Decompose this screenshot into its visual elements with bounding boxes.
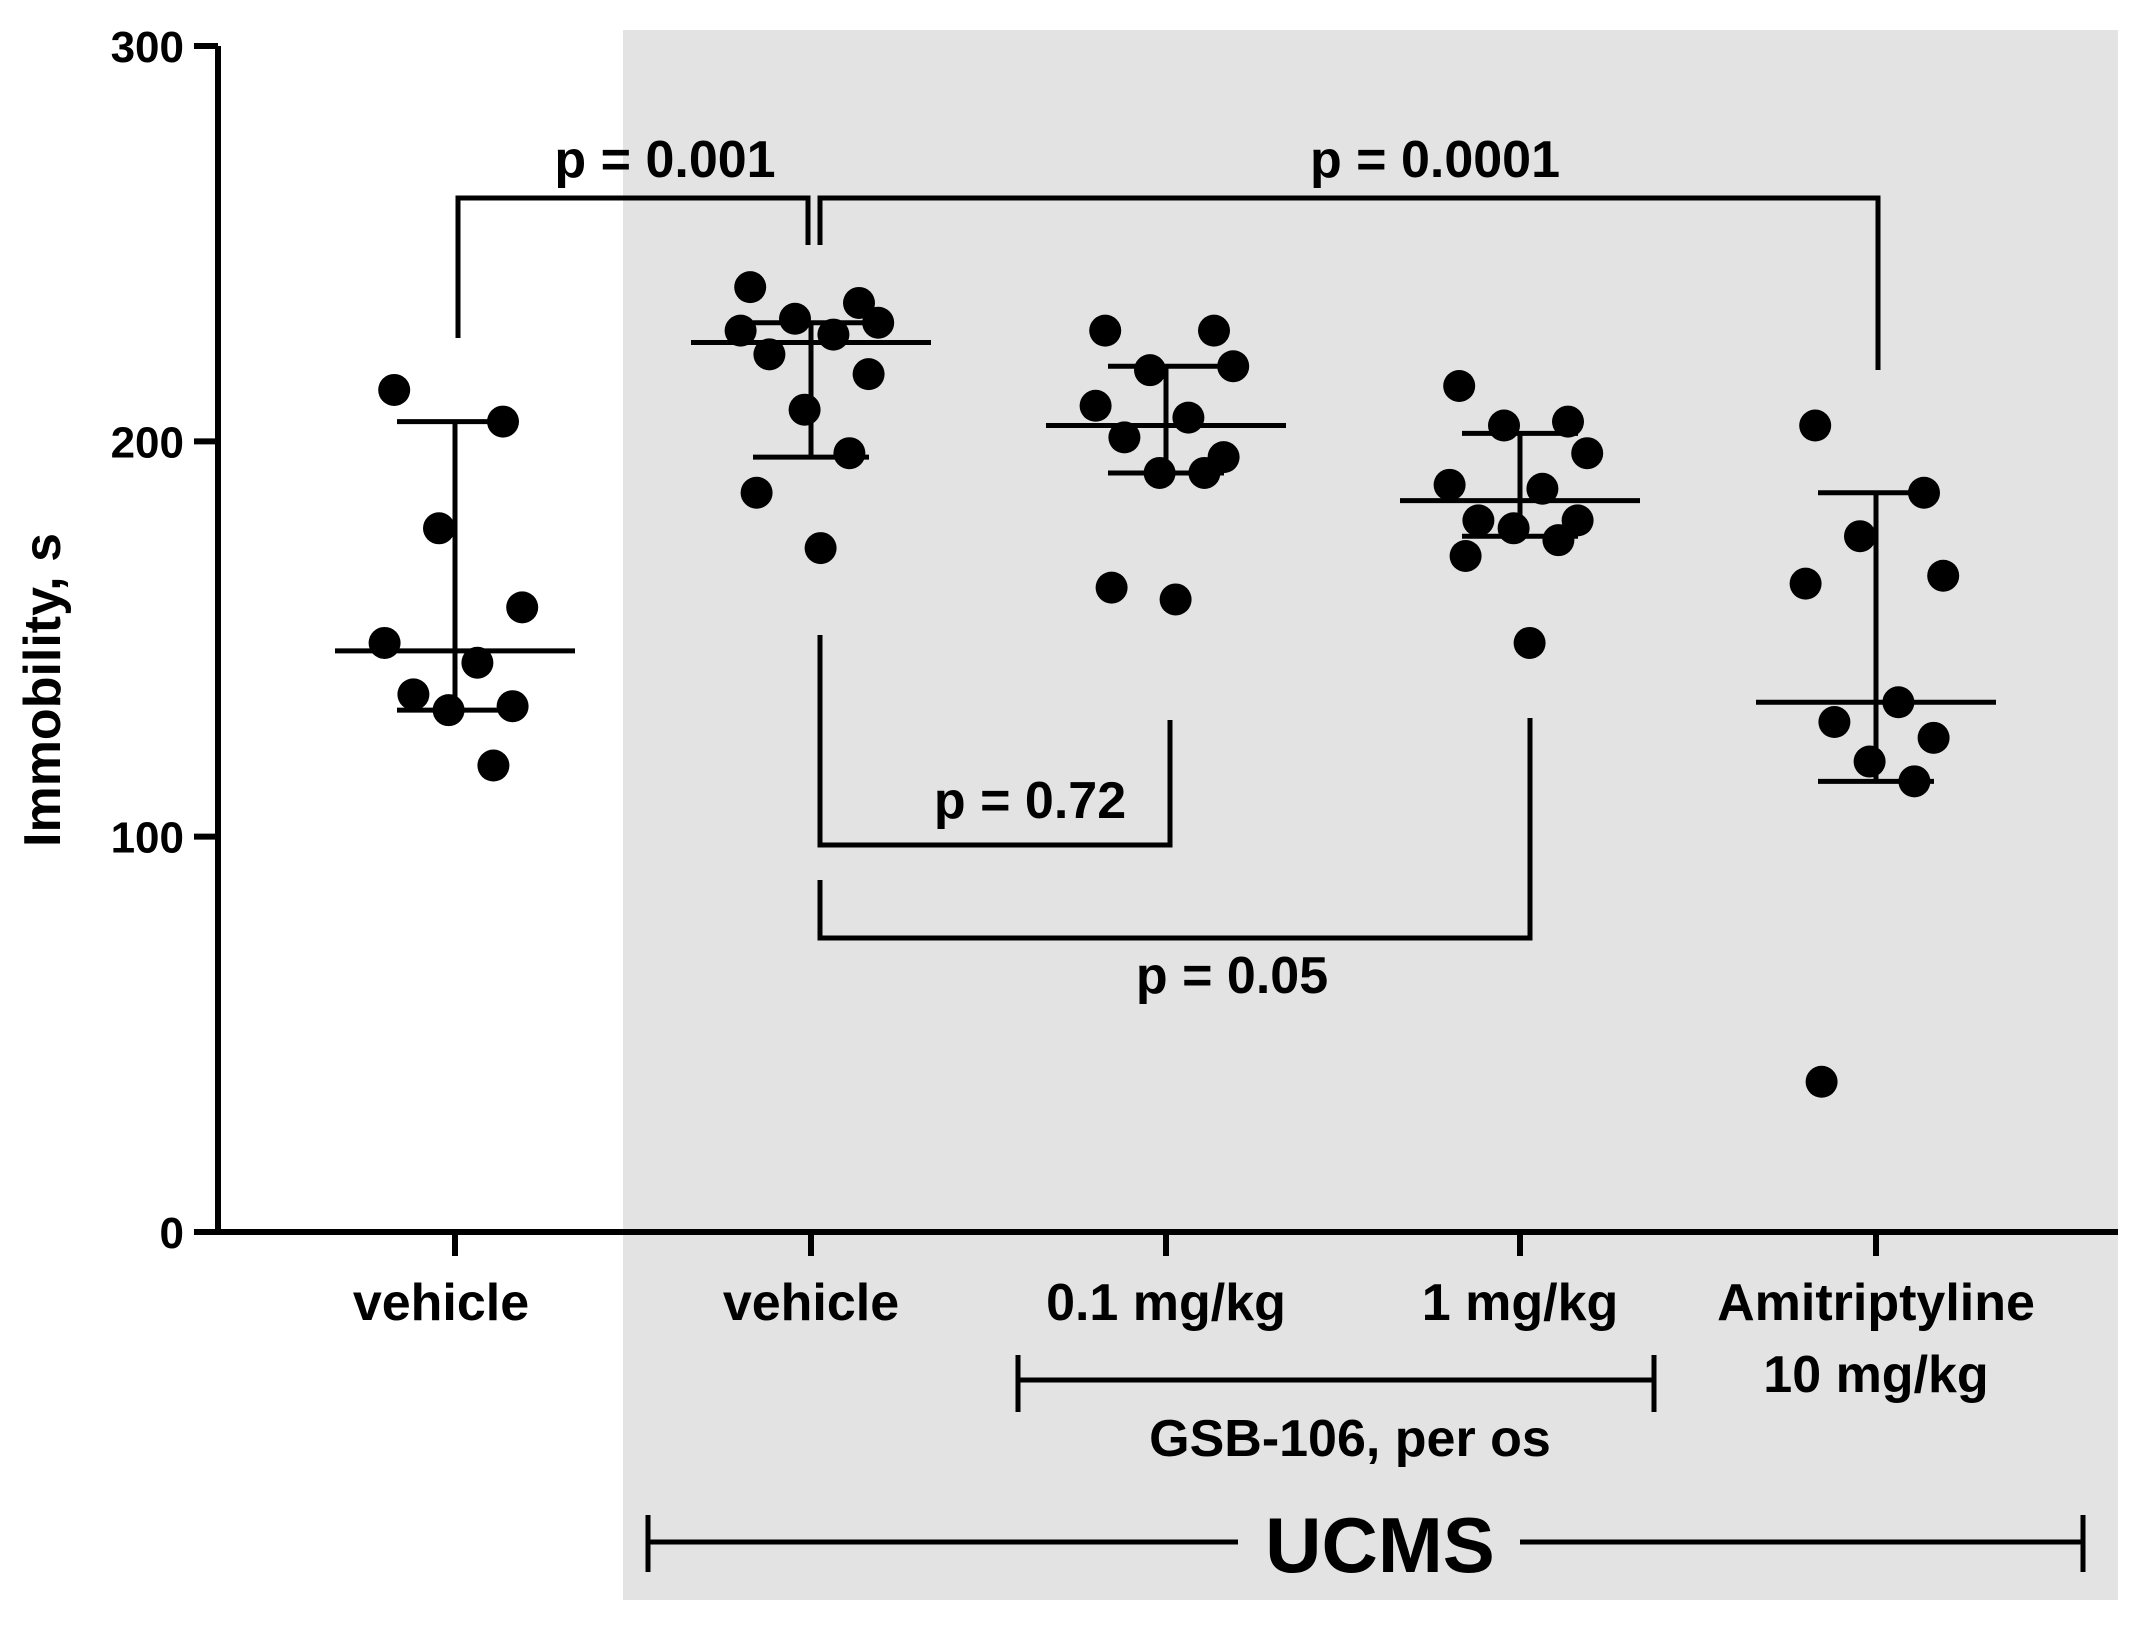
data-point: [724, 314, 757, 347]
data-point: [1853, 745, 1886, 778]
p-value-label: p = 0.05: [1136, 947, 1328, 1005]
data-point: [753, 338, 786, 371]
data-point: [506, 591, 539, 624]
data-point: [1443, 369, 1476, 402]
data-point: [1571, 437, 1604, 470]
data-point: [1134, 354, 1166, 387]
x-category-label: 1 mg/kg: [1422, 1274, 1619, 1332]
data-point: [1789, 567, 1822, 600]
data-point: [461, 646, 494, 679]
data-point: [1526, 472, 1559, 505]
y-tick-label: 0: [160, 1209, 184, 1258]
data-point: [368, 626, 401, 659]
data-point: [843, 286, 875, 319]
group-3: [1046, 314, 1286, 616]
y-tick-label: 200: [111, 418, 184, 467]
data-point: [496, 690, 529, 723]
x-category-label: vehicle: [723, 1274, 899, 1332]
x-category-label: vehicle: [353, 1274, 529, 1332]
group-brackets: GSB-106, per os UCMS: [645, 1355, 2086, 1589]
data-groups: [335, 271, 1996, 1098]
data-point: [804, 532, 837, 565]
data-point: [1433, 468, 1466, 501]
data-point: [852, 358, 885, 391]
data-point: [1462, 504, 1495, 537]
group-4: [1400, 369, 1640, 659]
group-1: [335, 373, 575, 782]
data-point: [1217, 350, 1250, 383]
data-point: [1172, 401, 1205, 434]
group-5: [1756, 409, 1996, 1098]
data-point: [1449, 539, 1482, 572]
data-point: [1552, 405, 1584, 438]
bracket-ucms-vehicle-vs-0-1mg: [817, 635, 1173, 848]
data-point: [423, 512, 455, 545]
data-point: [1159, 583, 1192, 616]
ucms-label: UCMS: [1265, 1501, 1495, 1589]
data-point: [1561, 504, 1594, 537]
data-point: [734, 271, 767, 304]
data-point: [1488, 409, 1520, 442]
y-axis-label: Immobility, s: [14, 533, 72, 847]
data-point: [1844, 520, 1876, 553]
p-value-label: p = 0.001: [554, 131, 775, 189]
data-point: [1198, 314, 1230, 347]
data-point: [1805, 1065, 1838, 1098]
bracket-ucms-vehicle-vs-1mg: [817, 718, 1533, 941]
data-point: [1513, 626, 1546, 659]
y-tick-label: 300: [111, 23, 184, 72]
p-value-label: p = 0.0001: [1310, 131, 1560, 189]
data-point: [740, 476, 773, 509]
y-tick-label: 100: [111, 814, 184, 863]
bracket-ucms-vehicle-vs-amitriptyline: [817, 195, 1881, 370]
data-point: [1108, 421, 1141, 454]
data-point: [1542, 524, 1575, 557]
data-point: [1089, 314, 1122, 347]
data-point: [788, 393, 821, 426]
data-point: [1927, 559, 1960, 592]
x-category-labels: vehicle vehicle 0.1 mg/kg 1 mg/kg Amitriptyl…: [353, 1274, 2035, 1404]
data-point: [779, 302, 811, 335]
bracket-vehicle-vs-ucms-vehicle: [455, 195, 811, 338]
y-ticks: 0 100 200 300: [111, 23, 218, 1258]
data-point: [378, 373, 411, 406]
significance-brackets: p = 0.001 p = 0.0001 p = 0.72 p = 0.05: [455, 131, 1881, 1005]
data-point: [833, 437, 866, 470]
group-2: [691, 271, 931, 565]
axes: [215, 46, 2118, 1256]
data-point: [1497, 512, 1530, 545]
data-point: [1917, 721, 1950, 754]
data-point: [397, 678, 430, 711]
data-point: [1079, 389, 1112, 422]
data-point: [477, 749, 510, 782]
x-category-label: 0.1 mg/kg: [1046, 1274, 1286, 1332]
data-point: [1799, 409, 1832, 442]
p-value-label: p = 0.72: [934, 772, 1126, 830]
data-point: [862, 306, 895, 339]
gsb106-label: GSB-106, per os: [1149, 1410, 1551, 1468]
data-point: [1818, 706, 1851, 739]
ucms-background: [623, 30, 2118, 1600]
data-point: [1095, 571, 1128, 604]
